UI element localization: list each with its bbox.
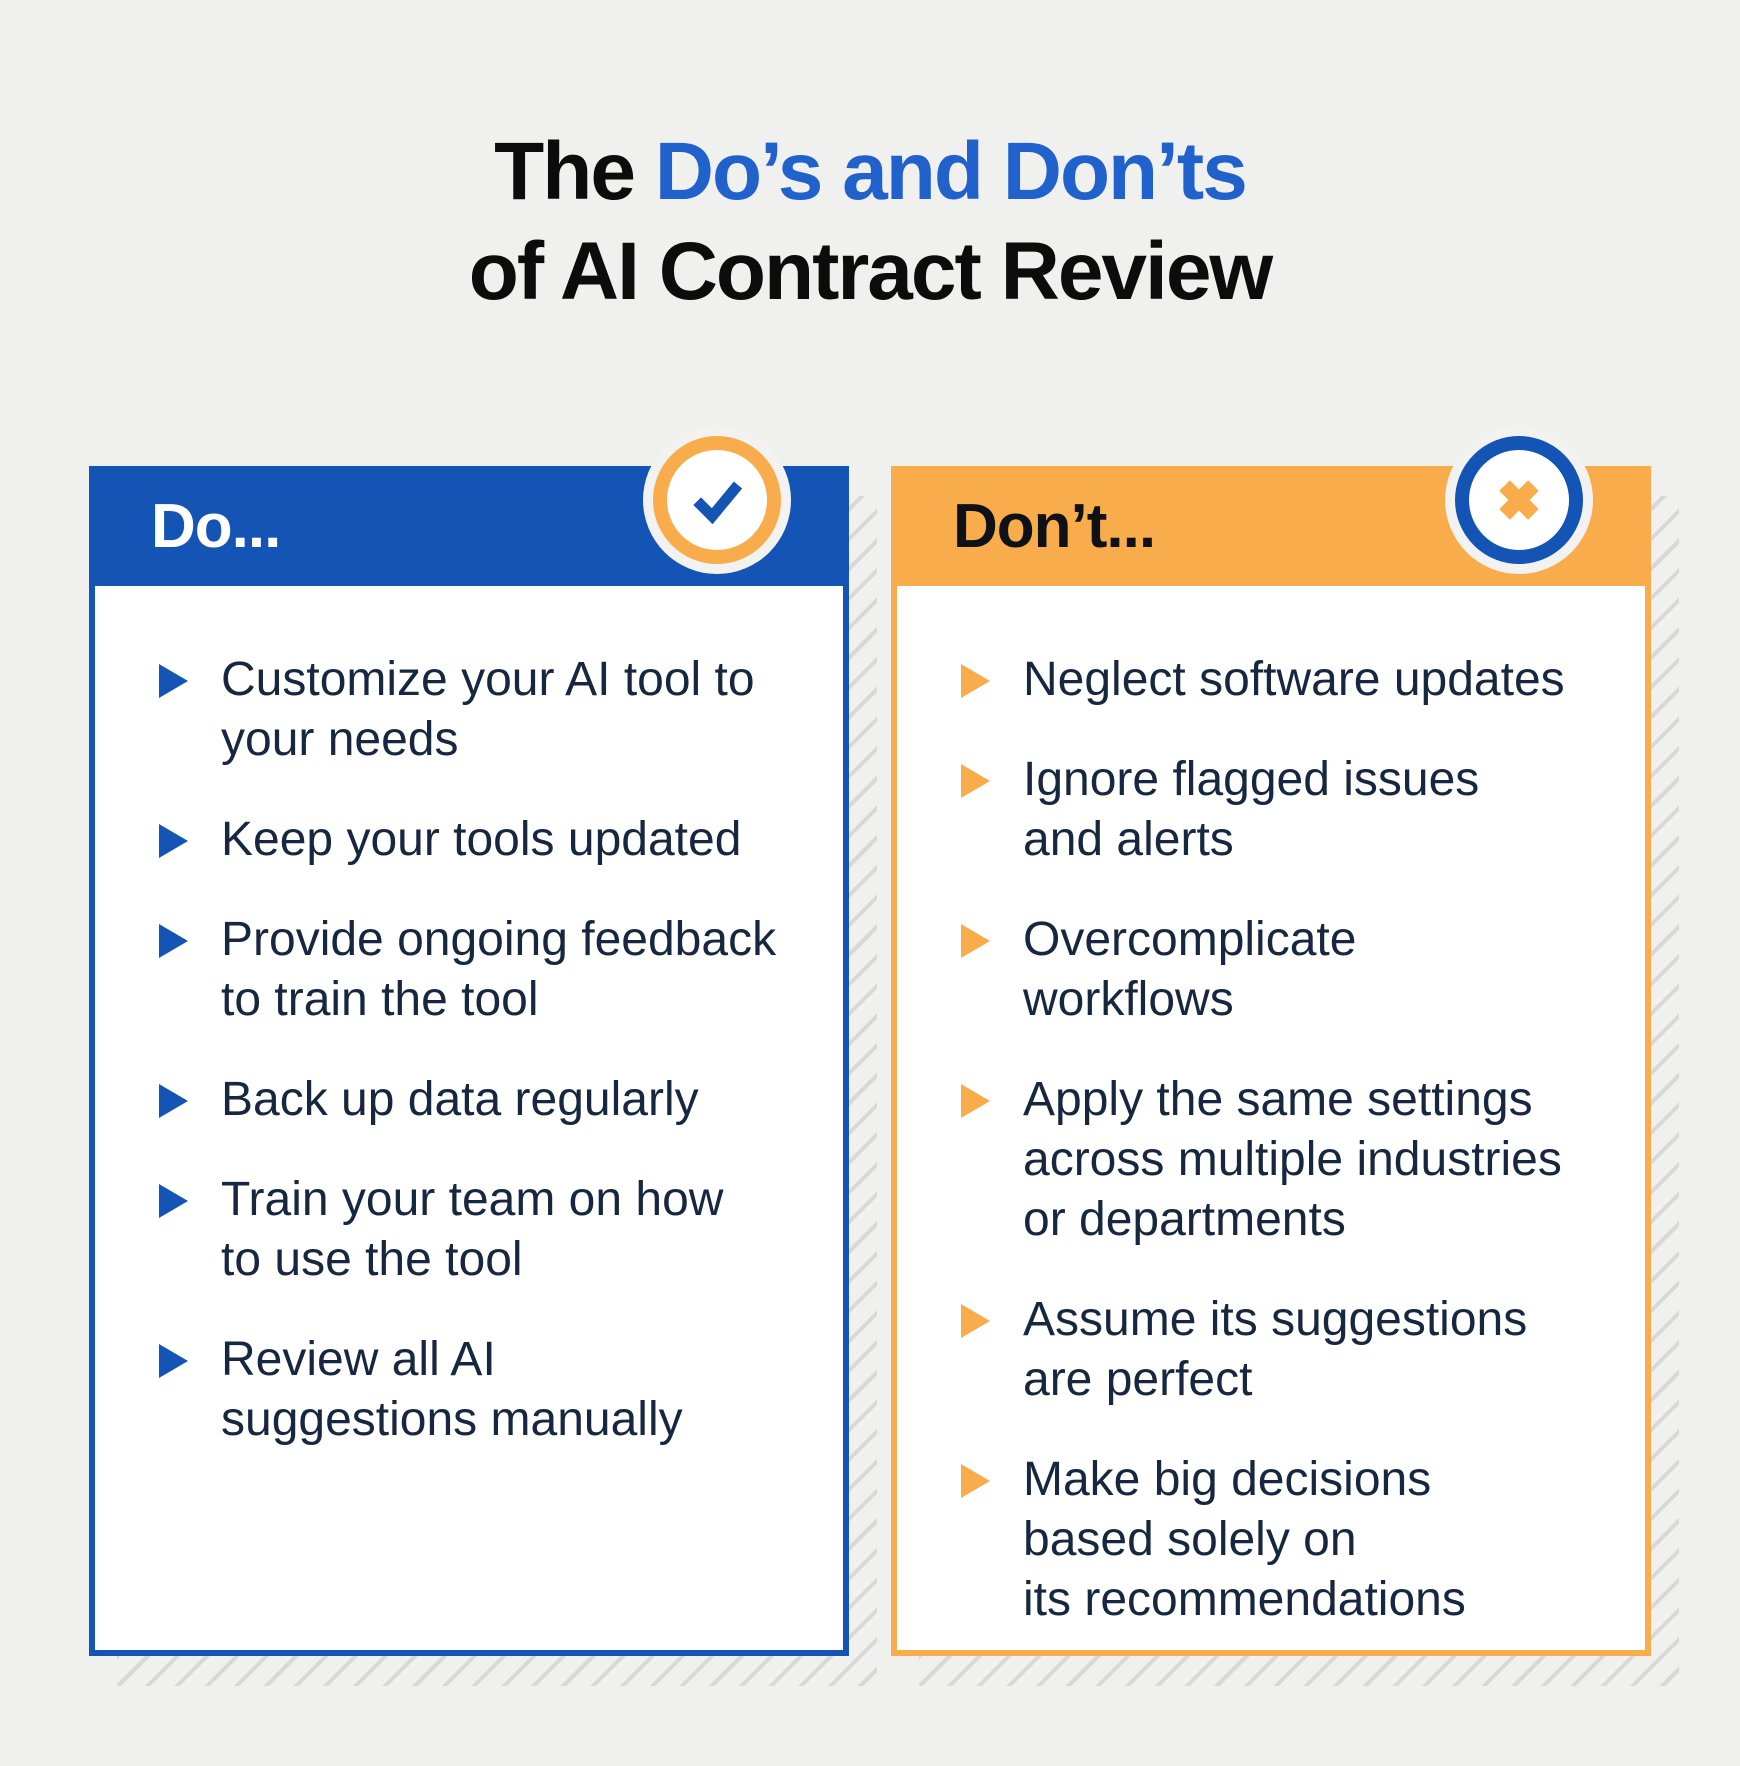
check-icon [693, 481, 743, 525]
x-icon [1499, 480, 1539, 520]
triangle-bullet-icon [159, 664, 188, 698]
do-card-header-label: Do... [151, 491, 281, 561]
triangle-bullet-icon [159, 1084, 188, 1118]
do-card-body: Customize your AI tool to your needs Kee… [89, 586, 849, 1656]
list-item-text: Assume its suggestions are perfect [1023, 1293, 1528, 1406]
triangle-bullet-icon [961, 1464, 990, 1498]
title-prefix: The [494, 126, 655, 217]
title-highlight: Do’s and Don’ts [654, 126, 1248, 217]
dont-card-panel: Don’t... Neglect software updates Ignore… [891, 426, 1651, 1656]
list-item: Customize your AI tool to your needs [157, 650, 815, 770]
list-item-text: Customize your AI tool to your needs [221, 653, 755, 766]
do-card: Do... Customize your AI tool to your nee… [89, 426, 877, 1686]
triangle-bullet-icon [159, 824, 188, 858]
triangle-bullet-icon [961, 1084, 990, 1118]
list-item-text: Neglect software updates [1023, 653, 1565, 706]
list-item: Train your team on how to use the tool [157, 1170, 815, 1290]
do-badge-ring [653, 436, 781, 564]
triangle-bullet-icon [159, 924, 188, 958]
dont-card-header-label: Don’t... [953, 491, 1156, 561]
list-item-text: Ignore flagged issues and alerts [1023, 753, 1480, 866]
triangle-bullet-icon [159, 1344, 188, 1378]
list-item: Back up data regularly [157, 1070, 815, 1130]
dont-badge-ring [1455, 436, 1583, 564]
list-item: Overcomplicate workflows [959, 910, 1617, 1030]
list-item: Review all AI suggestions manually [157, 1330, 815, 1450]
list-item: Assume its suggestions are perfect [959, 1290, 1617, 1410]
cards-row: Do... Customize your AI tool to your nee… [89, 426, 1679, 1686]
title-line2: of AI Contract Review [468, 226, 1273, 317]
list-item-text: Back up data regularly [221, 1073, 699, 1126]
list-item: Keep your tools updated [157, 810, 815, 870]
triangle-bullet-icon [961, 764, 990, 798]
list-item-text: Apply the same settings across multiple … [1023, 1073, 1562, 1246]
dont-card-body: Neglect software updates Ignore flagged … [891, 586, 1651, 1656]
list-item-text: Train your team on how to use the tool [221, 1173, 724, 1286]
triangle-bullet-icon [159, 1184, 188, 1218]
list-item: Ignore flagged issues and alerts [959, 750, 1617, 870]
do-card-panel: Do... Customize your AI tool to your nee… [89, 426, 849, 1656]
triangle-bullet-icon [961, 1304, 990, 1338]
dont-card: Don’t... Neglect software updates Ignore… [891, 426, 1679, 1686]
list-item: Make big decisions based solely on its r… [959, 1450, 1617, 1630]
list-item-text: Make big decisions based solely on its r… [1023, 1453, 1466, 1626]
list-item-text: Provide ongoing feedback to train the to… [221, 913, 777, 1026]
list-item: Provide ongoing feedback to train the to… [157, 910, 815, 1030]
dont-badge [1445, 426, 1593, 574]
list-item-text: Review all AI suggestions manually [221, 1333, 683, 1446]
triangle-bullet-icon [961, 664, 990, 698]
dont-list: Neglect software updates Ignore flagged … [897, 586, 1645, 1630]
list-item-text: Keep your tools updated [221, 813, 742, 866]
do-badge [643, 426, 791, 574]
list-item-text: Overcomplicate workflows [1023, 913, 1357, 1026]
list-item: Neglect software updates [959, 650, 1617, 710]
list-item: Apply the same settings across multiple … [959, 1070, 1617, 1250]
triangle-bullet-icon [961, 924, 990, 958]
do-list: Customize your AI tool to your needs Kee… [95, 586, 843, 1450]
